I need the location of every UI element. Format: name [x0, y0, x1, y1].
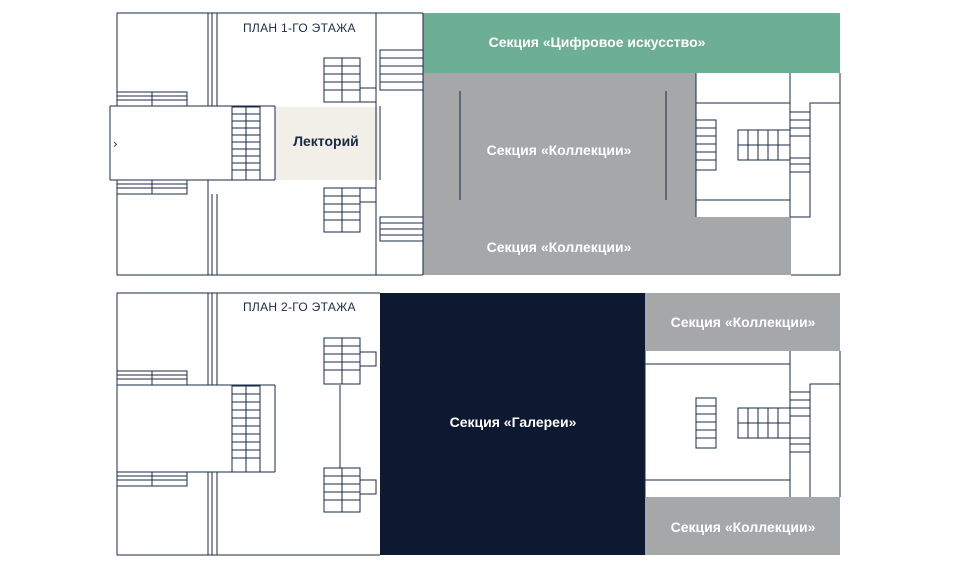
stair-upper-block [323, 57, 377, 103]
stair2-left-lower [116, 471, 188, 487]
zone-digital-art[interactable] [423, 13, 840, 73]
stair2-corridor [231, 385, 261, 473]
stair-left-lower [116, 179, 188, 195]
stair-corridor [231, 106, 261, 181]
floor-2-plan: ПЛАН 2-ГО ЭТАЖА Секция «Галереи» Секция … [116, 292, 841, 556]
floor-1-plan: ПЛАН 1-ГО ЭТАЖА › Секция «Цифровое искус… [109, 12, 841, 276]
floor-2-title: ПЛАН 2-ГО ЭТАЖА [243, 300, 356, 314]
stair-upper-right [379, 49, 424, 91]
stair-right-group [695, 111, 811, 173]
stair2-lower-block [323, 467, 377, 513]
label-collections-top: Секция «Коллекции» [671, 314, 816, 330]
label-collections-lower: Секция «Коллекции» [671, 519, 816, 535]
zone-collections-main[interactable] [423, 73, 696, 217]
label-collections-bottom: Секция «Коллекции» [487, 239, 632, 255]
label-lecture-hall: Лекторий [293, 133, 359, 149]
stair-lower-right [379, 216, 424, 242]
stair-lower-block [323, 187, 377, 233]
label-digital-art: Секция «Цифровое искусство» [489, 34, 706, 50]
stair-left-upper [116, 91, 188, 107]
zone-collections-top[interactable] [645, 293, 840, 351]
zone-collections-lower[interactable] [645, 497, 840, 555]
stair2-right-group [695, 391, 811, 453]
zone-lecture-hall[interactable] [275, 107, 378, 180]
label-galleries: Секция «Галереи» [450, 414, 577, 430]
stair2-left-upper [116, 370, 188, 386]
floor-1-stairs [116, 13, 811, 275]
floor-2-stairs [116, 337, 811, 513]
zone-galleries[interactable] [380, 293, 645, 555]
stair2-upper-block [323, 337, 377, 385]
floor-1-title: ПЛАН 1-ГО ЭТАЖА [243, 21, 356, 35]
label-collections-main: Секция «Коллекции» [487, 142, 632, 158]
zone-collections-bottom[interactable] [423, 217, 791, 275]
chevron-right-icon: › [113, 137, 118, 151]
